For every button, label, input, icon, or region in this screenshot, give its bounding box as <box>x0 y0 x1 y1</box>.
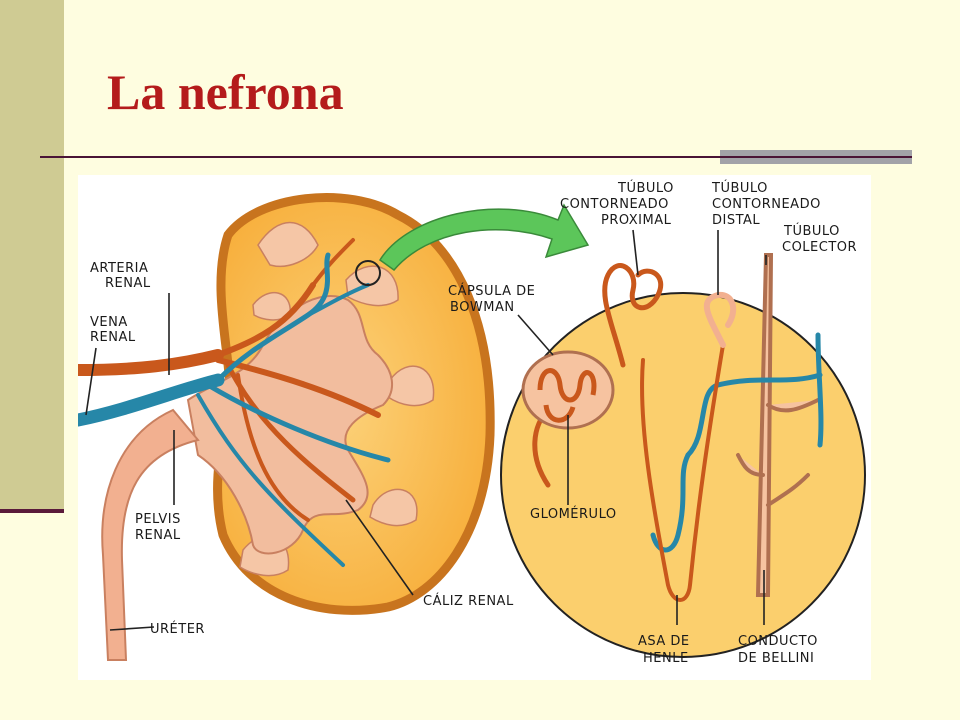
vein-branch <box>196 393 345 567</box>
glomerulus-capillary <box>543 404 576 423</box>
pyramid <box>345 265 399 307</box>
label-tubulo-distal-1: TÚBULO <box>711 180 768 196</box>
nephron-detail <box>85 229 866 658</box>
label-tubulo-proximal-1: TÚBULO <box>617 180 674 196</box>
label-vena-renal-2: RENAL <box>90 330 136 345</box>
label-tubulo-colector-2: COLECTOR <box>782 240 857 255</box>
label-tubulo-distal-2: CONTORNEADO <box>712 197 821 212</box>
renal-artery-branches <box>78 238 381 522</box>
kidney-cross-section <box>78 193 495 661</box>
renal-vein <box>78 373 225 427</box>
label-tubulo-distal-3: DISTAL <box>712 213 760 228</box>
renal-artery <box>78 349 224 376</box>
label-tubulo-proximal-3: PROXIMAL <box>601 213 672 228</box>
distal-tubule <box>703 291 737 348</box>
loop-of-henle <box>640 343 725 602</box>
label-vena-renal-1: VENA <box>90 315 128 330</box>
zoom-arrow <box>378 203 590 272</box>
label-caliz-renal: CÁLIZ RENAL <box>423 593 514 609</box>
leader-line <box>345 499 414 596</box>
label-ureter: URÉTER <box>150 621 205 637</box>
title-divider <box>40 156 912 158</box>
label-arteria-renal-2: RENAL <box>105 276 151 291</box>
label-asa-henle-2: HENLE <box>643 651 689 666</box>
label-capsula-bowman-1: CÁPSULA DE <box>448 283 535 299</box>
label-tubulo-colector-1: TÚBULO <box>783 223 840 239</box>
artery-branch <box>236 373 310 522</box>
label-asa-henle-1: ASA DE <box>638 634 690 649</box>
nephron-location-marker <box>355 260 381 286</box>
pyramid <box>387 365 435 407</box>
leader-lines <box>85 229 767 631</box>
label-tubulo-proximal-2: CONTORNEADO <box>560 197 669 212</box>
renal-pyramids <box>239 221 435 577</box>
sidebar-band <box>0 0 64 510</box>
label-conducto-bellini-1: CONDUCTO <box>738 634 818 649</box>
label-arteria-renal-1: ARTERIA <box>90 261 148 276</box>
pyramid <box>257 221 319 267</box>
label-capsula-bowman-2: BOWMAN <box>450 300 515 315</box>
collecting-duct <box>736 253 820 597</box>
label-pelvis-renal-2: RENAL <box>135 528 181 543</box>
label-conducto-bellini-2: DE BELLINI <box>738 651 814 666</box>
glomerulus-capillary <box>537 368 597 403</box>
sidebar-foot-line <box>0 509 64 513</box>
slide-title: La nefrona <box>107 64 344 120</box>
artery-branch <box>215 282 316 358</box>
nephron-diagram-svg: ARTERIA RENAL VENA RENAL PELVIS RENAL UR… <box>78 180 866 666</box>
artery-branch <box>311 238 355 287</box>
vein-branch <box>306 283 370 317</box>
diagram-labels: ARTERIA RENAL VENA RENAL PELVIS RENAL UR… <box>90 180 857 666</box>
leader-line <box>85 347 97 416</box>
label-glomerulo: GLOMÉRULO <box>530 506 617 522</box>
label-pelvis-renal-1: PELVIS <box>135 512 181 527</box>
title-divider-accent <box>720 150 912 164</box>
vein-branch <box>205 382 391 463</box>
glomerulus <box>537 368 597 423</box>
leader-line <box>517 314 554 356</box>
nephron-diagram: ARTERIA RENAL VENA RENAL PELVIS RENAL UR… <box>78 175 871 680</box>
leader-line <box>109 626 155 631</box>
ureter <box>101 408 200 661</box>
renal-vein-branches <box>78 252 391 567</box>
detail-vein <box>815 332 824 448</box>
proximal-tubule <box>602 263 663 368</box>
artery-branch <box>215 357 381 418</box>
pyramid <box>369 488 418 527</box>
leader-line <box>632 229 639 276</box>
